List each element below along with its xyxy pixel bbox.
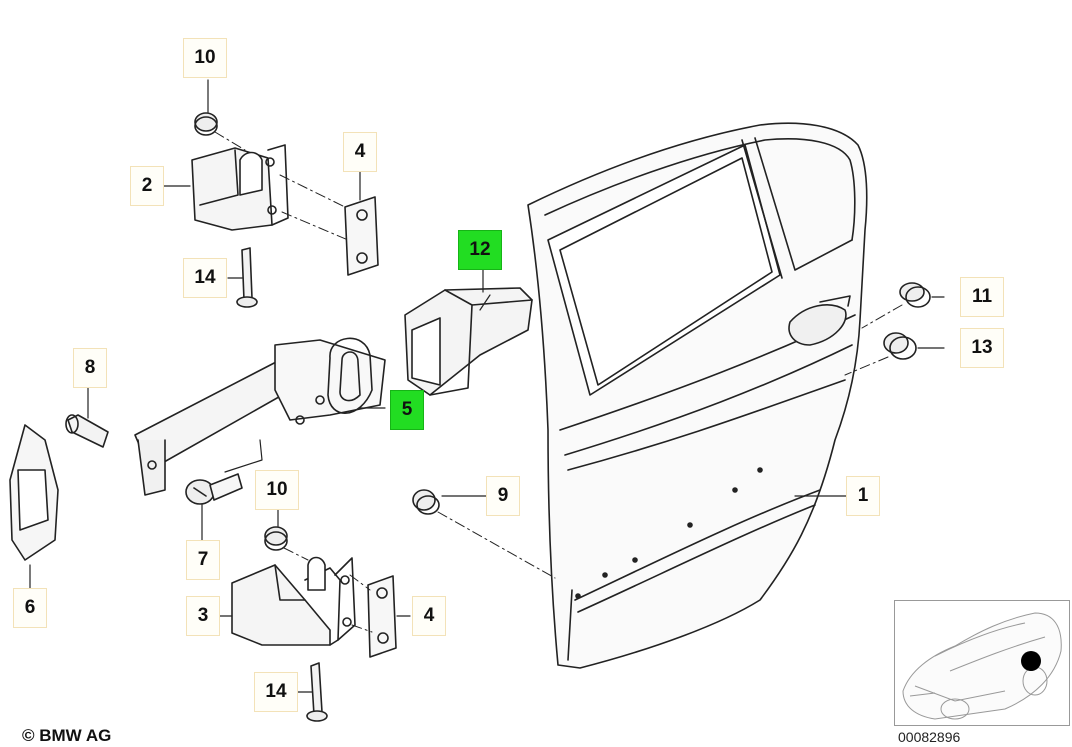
hinge-bolt-nut-top (194, 112, 218, 136)
leader-lines (29, 79, 945, 693)
door-panel (527, 122, 868, 669)
bolt-bottom (306, 662, 328, 722)
screw-7 (185, 473, 243, 505)
callout-13: 13 (960, 328, 1004, 368)
assembly-lines (214, 131, 903, 633)
car-outline (902, 612, 1062, 720)
door-check-strap (134, 337, 386, 496)
callout-3: 3 (186, 596, 220, 636)
callout-8: 8 (73, 348, 107, 388)
callout-7: 7 (186, 540, 220, 580)
callout-4-top: 4 (343, 132, 377, 172)
callout-10-top: 10 (183, 38, 227, 78)
bolt-top (236, 247, 258, 308)
callout-2: 2 (130, 166, 164, 206)
plug-9 (412, 489, 440, 515)
callout-14-bottom: 14 (254, 672, 298, 712)
door-check-stop (404, 287, 533, 396)
document-number: 00082896 (898, 729, 961, 745)
location-marker-dot (1021, 651, 1041, 671)
grommet-13 (883, 332, 917, 360)
hinge-plate-top (344, 196, 379, 276)
callout-1: 1 (846, 476, 880, 516)
nut-bottom (264, 526, 288, 551)
callout-6: 6 (13, 588, 47, 628)
hinge-plate-bottom (367, 575, 397, 658)
bracket-6 (9, 424, 59, 561)
grommet-11 (899, 282, 931, 308)
callout-11: 11 (960, 277, 1004, 317)
vehicle-location-inset (894, 600, 1070, 726)
callout-4-bottom: 4 (412, 596, 446, 636)
callout-10-bottom: 10 (255, 470, 299, 510)
callout-9: 9 (486, 476, 520, 516)
callout-14-top: 14 (183, 258, 227, 298)
callout-5-highlighted: 5 (390, 390, 424, 430)
copyright-text: © BMW AG (22, 726, 112, 745)
bolt-8 (65, 414, 109, 448)
lower-hinge (231, 556, 356, 646)
callout-12-highlighted: 12 (458, 230, 502, 270)
upper-hinge (191, 144, 289, 231)
